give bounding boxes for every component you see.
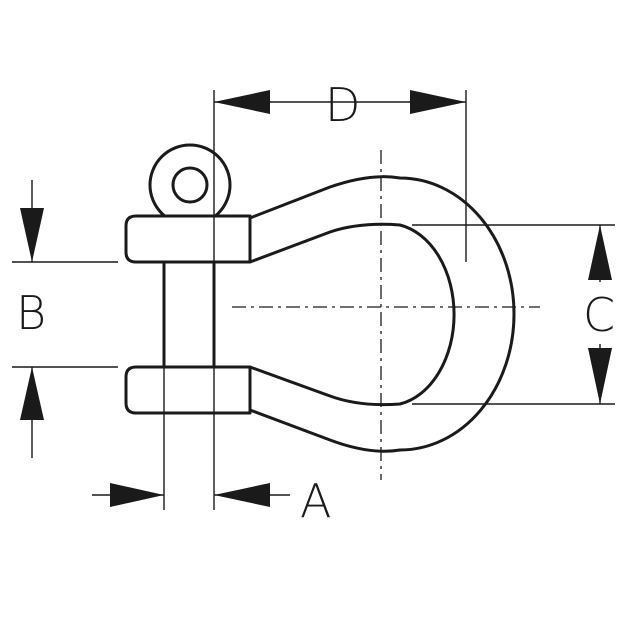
dimension-label-a: A bbox=[300, 474, 332, 528]
dimension-d-arrow-right bbox=[410, 90, 466, 114]
dimension-label-d: D bbox=[325, 78, 361, 132]
dimension-c-arrow-bottom bbox=[588, 348, 612, 404]
dimension-c-arrow-top bbox=[588, 225, 612, 280]
shackle-pin-shaft bbox=[162, 260, 216, 369]
dimension-d-arrow-left bbox=[214, 90, 270, 114]
dimension-b-arrow-top bbox=[20, 208, 44, 262]
shackle-top-ear bbox=[124, 214, 252, 264]
dimension-a-arrow-left bbox=[110, 483, 164, 507]
shackle-bow-outer bbox=[248, 175, 516, 453]
shackle-pin-eye-inner bbox=[171, 166, 209, 204]
dimension-label-c: C bbox=[583, 288, 616, 342]
shackle-bow-inner bbox=[248, 222, 456, 407]
shackle-pin-eye-outer bbox=[148, 143, 232, 227]
dimension-b-arrow-bottom bbox=[20, 367, 44, 420]
dimension-a-arrow-right bbox=[214, 483, 270, 507]
dimension-label-b: B bbox=[16, 286, 47, 340]
shackle-bottom-ear bbox=[124, 365, 252, 415]
